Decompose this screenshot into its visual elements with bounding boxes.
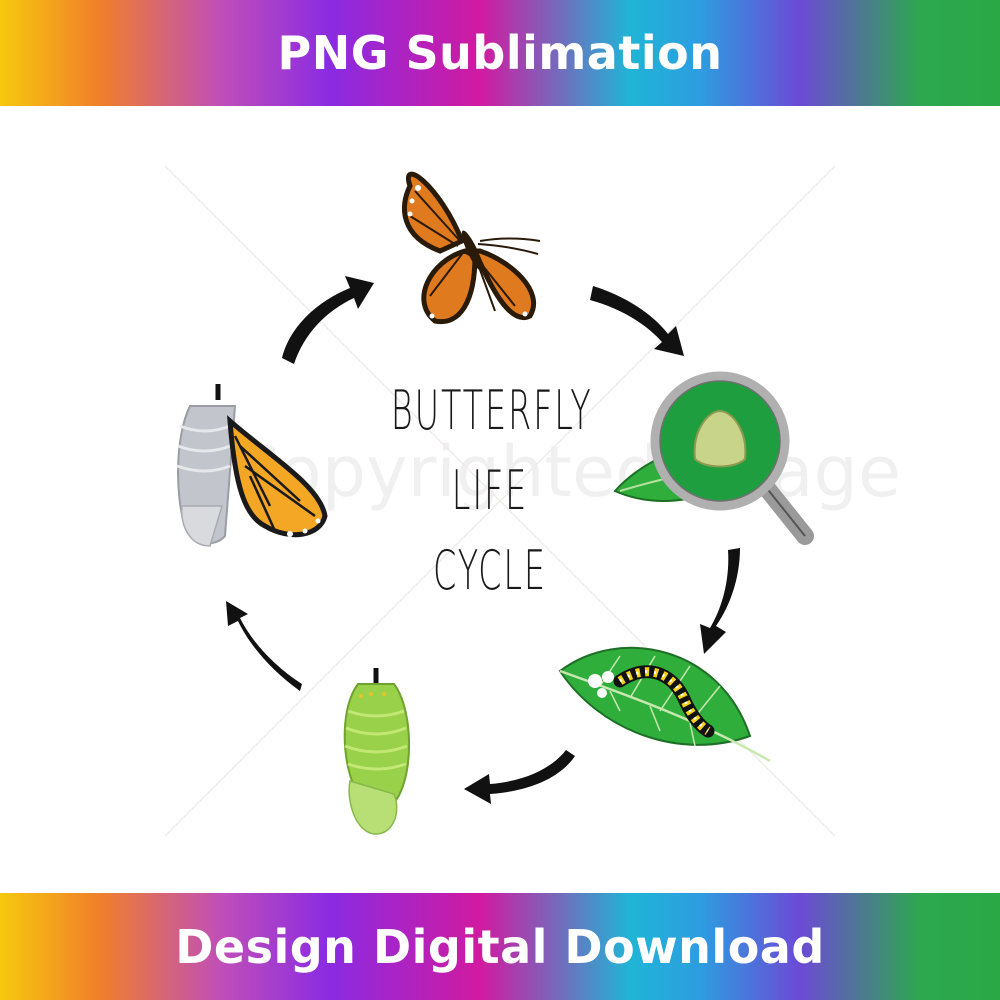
arrow-emerging-to-butterfly	[282, 276, 374, 364]
life-cycle-diagram: Copyrighted Image	[0, 106, 1000, 893]
arrow-butterfly-to-egg	[590, 286, 684, 356]
title-line-2: LIFE	[451, 459, 529, 522]
top-banner: PNG Sublimation	[0, 0, 1000, 106]
emerging-butterfly-icon	[176, 384, 328, 547]
diagram-title: BUTTERFLY LIFE CYCLE	[330, 371, 650, 611]
arrow-egg-to-caterpillar	[700, 548, 740, 654]
green-chrysalis-icon	[343, 668, 410, 835]
title-line-1: BUTTERFLY	[390, 379, 593, 442]
caterpillar-leaf-icon	[558, 646, 771, 763]
arrow-caterpillar-to-chrysalis	[464, 750, 575, 804]
bottom-banner: Design Digital Download	[0, 893, 1000, 1000]
bottom-banner-text: Design Digital Download	[175, 919, 825, 974]
title-line-3: CYCLE	[433, 539, 547, 602]
arrow-chrysalis-to-emerging	[226, 601, 302, 691]
diagram-artwork	[164, 165, 836, 837]
top-banner-text: PNG Sublimation	[277, 26, 723, 80]
butterfly-icon	[402, 171, 541, 325]
magnified-egg-icon	[613, 371, 814, 545]
cycle-arrows	[226, 276, 740, 804]
caterpillar	[613, 665, 715, 738]
